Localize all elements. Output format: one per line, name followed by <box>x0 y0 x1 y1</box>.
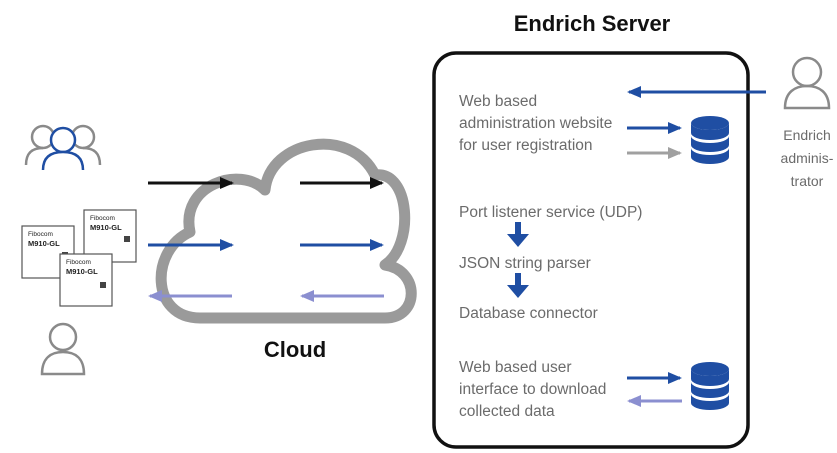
user-interface-line-3: collected data <box>459 403 555 420</box>
users-group-icon <box>24 124 102 171</box>
cloud-label: Cloud <box>264 337 326 362</box>
user-interface-line-1: Web based user <box>459 359 572 376</box>
module-model: M910-GL <box>66 267 98 276</box>
admin-website-line-2: administration website <box>459 115 612 132</box>
admin-website-line-1: Web based <box>459 93 537 110</box>
port-listener-label: Port listener service (UDP) <box>459 204 642 221</box>
server-title: Endrich Server <box>514 11 671 36</box>
database-connector-label: Database connector <box>459 305 598 322</box>
user-interface-section: Web based user interface to download col… <box>459 359 606 420</box>
down-arrow-parser-to-connector <box>507 273 529 298</box>
admin-user-icon <box>783 56 831 110</box>
database-icon <box>691 362 729 410</box>
admin-label-line-1: Endrich <box>783 127 830 143</box>
module-brand: Fibocom <box>66 259 91 266</box>
user-interface-line-2: interface to download <box>459 381 606 398</box>
module-brand: Fibocom <box>28 231 53 238</box>
admin-website-section: Web based administration website for use… <box>459 93 612 154</box>
database-icon <box>691 116 729 164</box>
down-arrow-listener-to-parser <box>507 222 529 247</box>
module-model: M910-GL <box>90 223 122 232</box>
module-brand: Fibocom <box>90 215 115 222</box>
lte-module-icon: Fibocom M910-GL <box>83 209 137 263</box>
json-parser-label: JSON string parser <box>459 255 591 272</box>
admin-label-line-2: adminis- <box>781 150 834 166</box>
module-model: M910-GL <box>28 239 60 248</box>
admin-label-line-3: trator <box>791 173 824 189</box>
lte-module-icon: Fibocom M910-GL <box>59 253 113 307</box>
admin-website-line-3: for user registration <box>459 137 593 154</box>
cloud-shape <box>155 138 417 324</box>
user-icon <box>40 322 86 376</box>
